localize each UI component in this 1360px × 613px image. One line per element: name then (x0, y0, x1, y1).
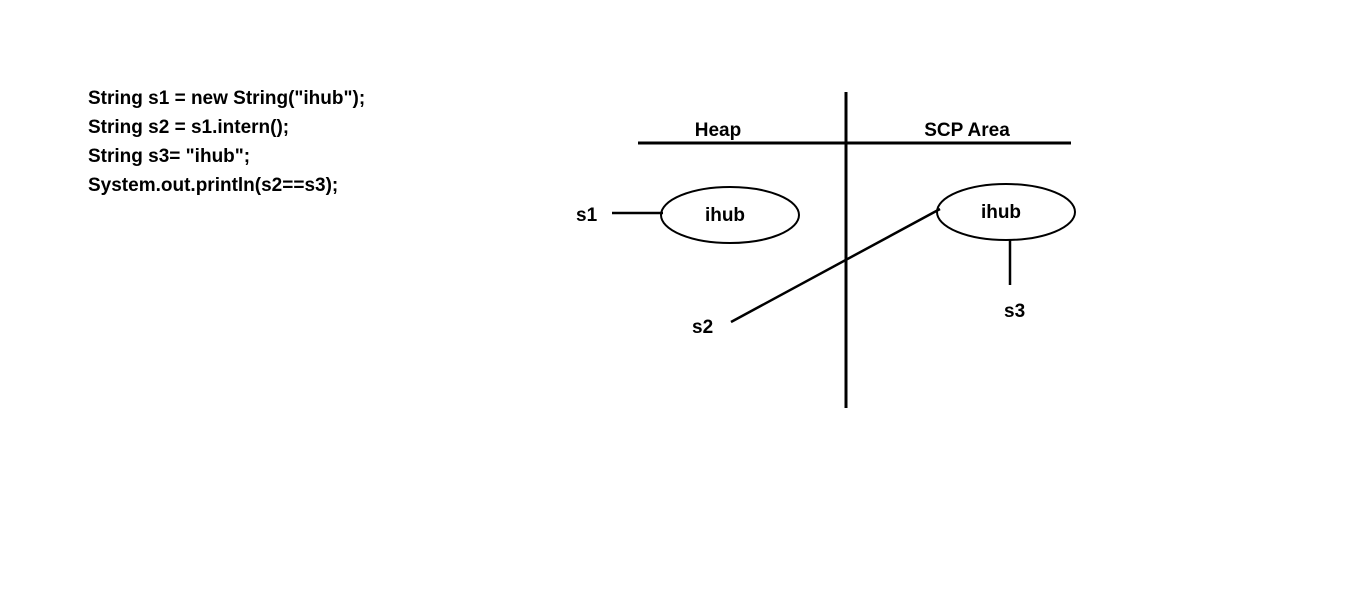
reference-s1: s1 (576, 205, 598, 226)
reference-s2: s2 (692, 317, 713, 338)
scp-column-label: SCP Area (924, 120, 1010, 141)
s2-arrow (730, 207, 941, 324)
heap-object-label: ihub (705, 205, 745, 226)
heap-column-label: Heap (695, 120, 741, 141)
reference-s3: s3 (1004, 301, 1025, 322)
scp-object-label: ihub (981, 202, 1021, 223)
heap-string-object (660, 186, 800, 244)
code-snippet: String s1 = new String("ihub"); String s… (88, 84, 365, 200)
code-line-1: String s1 = new String("ihub"); (88, 88, 366, 109)
code-line-2: String s2 = s1.intern(); (88, 117, 290, 138)
code-line-4: System.out.println(s2==s3); (88, 175, 339, 196)
code-line-3: String s3= "ihub"; (88, 146, 251, 167)
